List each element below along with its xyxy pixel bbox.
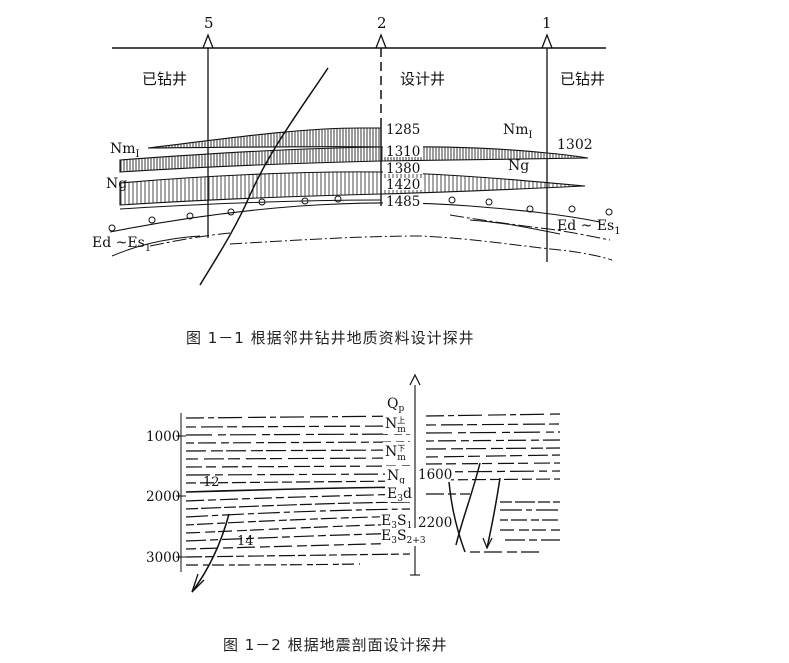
- design-well-marker-icon: [409, 373, 421, 386]
- ng-label: Ng: [387, 468, 405, 486]
- depth-1310: 1310: [386, 144, 420, 160]
- qp-label: Qp: [387, 396, 404, 414]
- e3d-label: E3d: [387, 486, 412, 504]
- well-1-marker-icon: [541, 33, 553, 49]
- depth-2000-label: 2000: [146, 489, 180, 505]
- well-5-marker-icon: [202, 33, 214, 49]
- horizon-14-label: 14: [237, 534, 254, 549]
- well-5: 5 已钻井: [142, 14, 214, 238]
- well-5-label: 已钻井: [142, 70, 187, 88]
- well-1-number: 1: [542, 14, 552, 32]
- fault-right-2: [455, 462, 481, 546]
- right-ng-label: Ng: [508, 158, 529, 174]
- well-1-label: 已钻井: [560, 70, 605, 88]
- fault-left-arrow-icon: [191, 573, 205, 593]
- depth-1380: 1380: [386, 161, 420, 177]
- seismic-reflections: [185, 413, 561, 566]
- right-ed-es-label: Ed ~ Es1: [557, 218, 621, 237]
- depth-axis: 1000 2000 3000: [146, 429, 186, 566]
- left-ed-es-label: Ed ~Es1: [92, 235, 151, 254]
- nm-wedge-layer: [147, 127, 382, 149]
- lower-right-wave: [469, 219, 561, 235]
- well-2: 2 设计井: [375, 14, 445, 206]
- dash-dot-line: [229, 235, 613, 261]
- depth-1420: 1420: [386, 177, 420, 193]
- depth-1285: 1285: [386, 122, 420, 138]
- depth-1000-label: 1000: [146, 429, 180, 445]
- design-well-depths: 1285 1310 1380 1420 1485: [383, 122, 423, 210]
- ng-layer: [119, 171, 586, 206]
- figure-1-2-caption: 图 1－2 根据地震剖面设计探井: [223, 636, 448, 654]
- target-depth-2200: 2200: [418, 515, 452, 531]
- e3s1-label: E3S1: [381, 513, 412, 531]
- fault-line: [199, 67, 329, 286]
- figure-1-1: 5 已钻井 2 设计井 1 已钻井: [92, 14, 621, 347]
- well-1-depth-label: 1302: [557, 137, 593, 153]
- figure-1-2: 1000 2000 3000: [146, 373, 561, 654]
- fault-left: [191, 513, 230, 593]
- fault-right-arrow-icon: [482, 537, 493, 550]
- lower-wavy-line: [149, 214, 611, 247]
- left-ng-label: Ng: [106, 176, 127, 192]
- depth-1485: 1485: [386, 194, 420, 210]
- well-2-marker-icon: [375, 33, 387, 49]
- lower-boundary-left: [111, 235, 201, 257]
- well-2-label: 设计井: [400, 70, 445, 88]
- nm-main-layer: [119, 146, 589, 173]
- right-nm-label: NmI: [503, 122, 533, 141]
- ng-base-line: [119, 199, 382, 210]
- well-5-number: 5: [204, 14, 214, 32]
- well-2-number: 2: [377, 14, 387, 32]
- depth-3000-label: 3000: [146, 550, 180, 566]
- left-nm-label: NmI: [110, 141, 140, 160]
- e3s23-label: E3S2+3: [381, 528, 426, 546]
- target-depth-1600: 1600: [418, 467, 452, 483]
- horizon-12-label: 12: [203, 475, 220, 490]
- figure-1-1-caption: 图 1－1 根据邻井钻井地质资料设计探井: [186, 329, 475, 347]
- fault-right-3: [486, 477, 501, 549]
